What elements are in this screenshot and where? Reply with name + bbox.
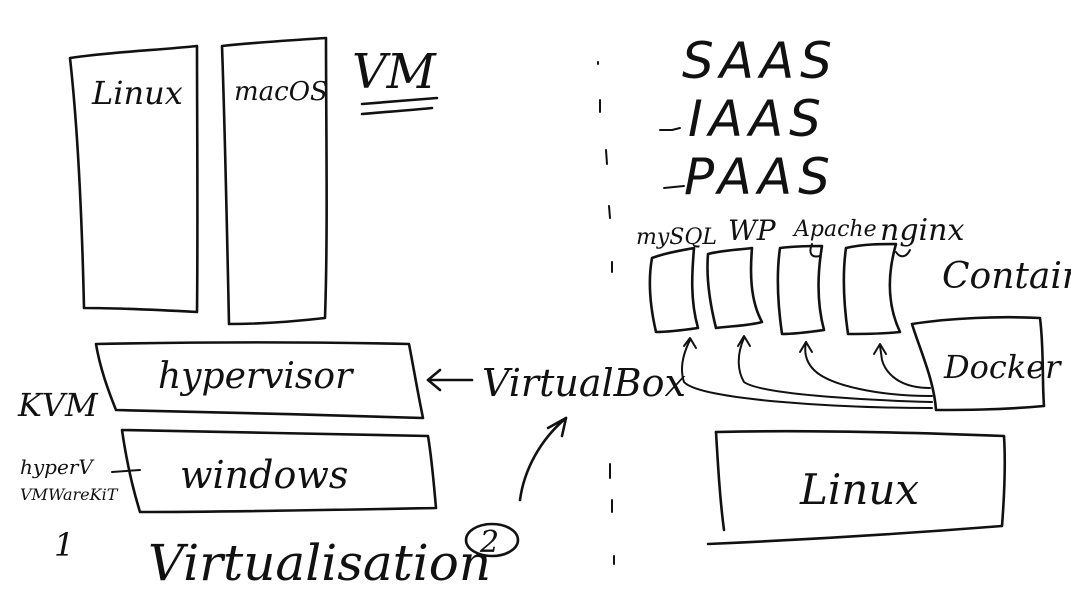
container-box-apache: [776, 243, 826, 336]
vm-label-macos: macOS: [234, 77, 328, 107]
vm-box-linux: Linux: [68, 44, 199, 314]
arrow-to-mysql: [681, 339, 933, 409]
hypervisor-label: hypervisor: [158, 356, 354, 397]
docker-engine-label: Docker: [943, 348, 1062, 386]
host-os-layer-windows: windows: [120, 428, 438, 514]
container-label-nginx: nginx: [880, 213, 964, 248]
virtualisation-title: Virtualisation: [148, 534, 491, 592]
hypervisor-layer: hypervisor: [94, 341, 425, 420]
service-model-iaas: IAAS: [688, 90, 827, 148]
container-box-nginx: [842, 242, 911, 336]
host-os-label-windows: windows: [180, 453, 348, 497]
arrow-to-nginx: [879, 345, 931, 389]
host-os-layer-linux: Linux: [706, 429, 1007, 546]
hyperv-label: hyperV: [20, 455, 95, 479]
container-label-apache: Apache: [792, 217, 877, 242]
docker-to-container-arrows: [681, 335, 933, 409]
host-os-label-linux: Linux: [799, 465, 919, 514]
marker-1: 1: [54, 526, 74, 564]
marker-2-arrow: [518, 416, 568, 502]
container-label-mysql: mySQL: [636, 225, 717, 250]
container-box-wp: [706, 246, 764, 330]
containers-title: Container: [942, 256, 1071, 297]
vm-label-linux: Linux: [91, 74, 183, 112]
bullet-iaas: [659, 127, 681, 131]
docker-engine-box: Docker: [910, 315, 1062, 412]
kvm-label: KVM: [17, 386, 99, 424]
marker-2-group: 2: [464, 416, 568, 560]
virtualbox-label: VirtualBox: [482, 361, 686, 405]
container-box-mysql: [648, 246, 700, 334]
service-model-paas: PAAS: [684, 148, 836, 206]
marker-2-text: 2: [479, 525, 499, 560]
service-models-list: SAAS IAAS PAAS: [659, 32, 838, 206]
bullet-paas: [663, 185, 685, 189]
container-label-wp: WP: [728, 214, 777, 247]
marker-2-circle: [464, 522, 520, 558]
vm-title: VM: [352, 44, 439, 116]
section-divider: [597, 61, 615, 565]
virtualbox-annotation: VirtualBox: [426, 361, 686, 405]
vm-box-macos: macOS: [220, 36, 328, 326]
arrow-to-apache: [804, 341, 933, 397]
hyperv-connector: [111, 469, 141, 473]
vm-title-text: VM: [352, 44, 438, 100]
vmware-kit-label: VMWareKiT: [20, 485, 119, 504]
arrow-to-wp: [737, 337, 933, 403]
service-model-saas: SAAS: [682, 32, 838, 90]
